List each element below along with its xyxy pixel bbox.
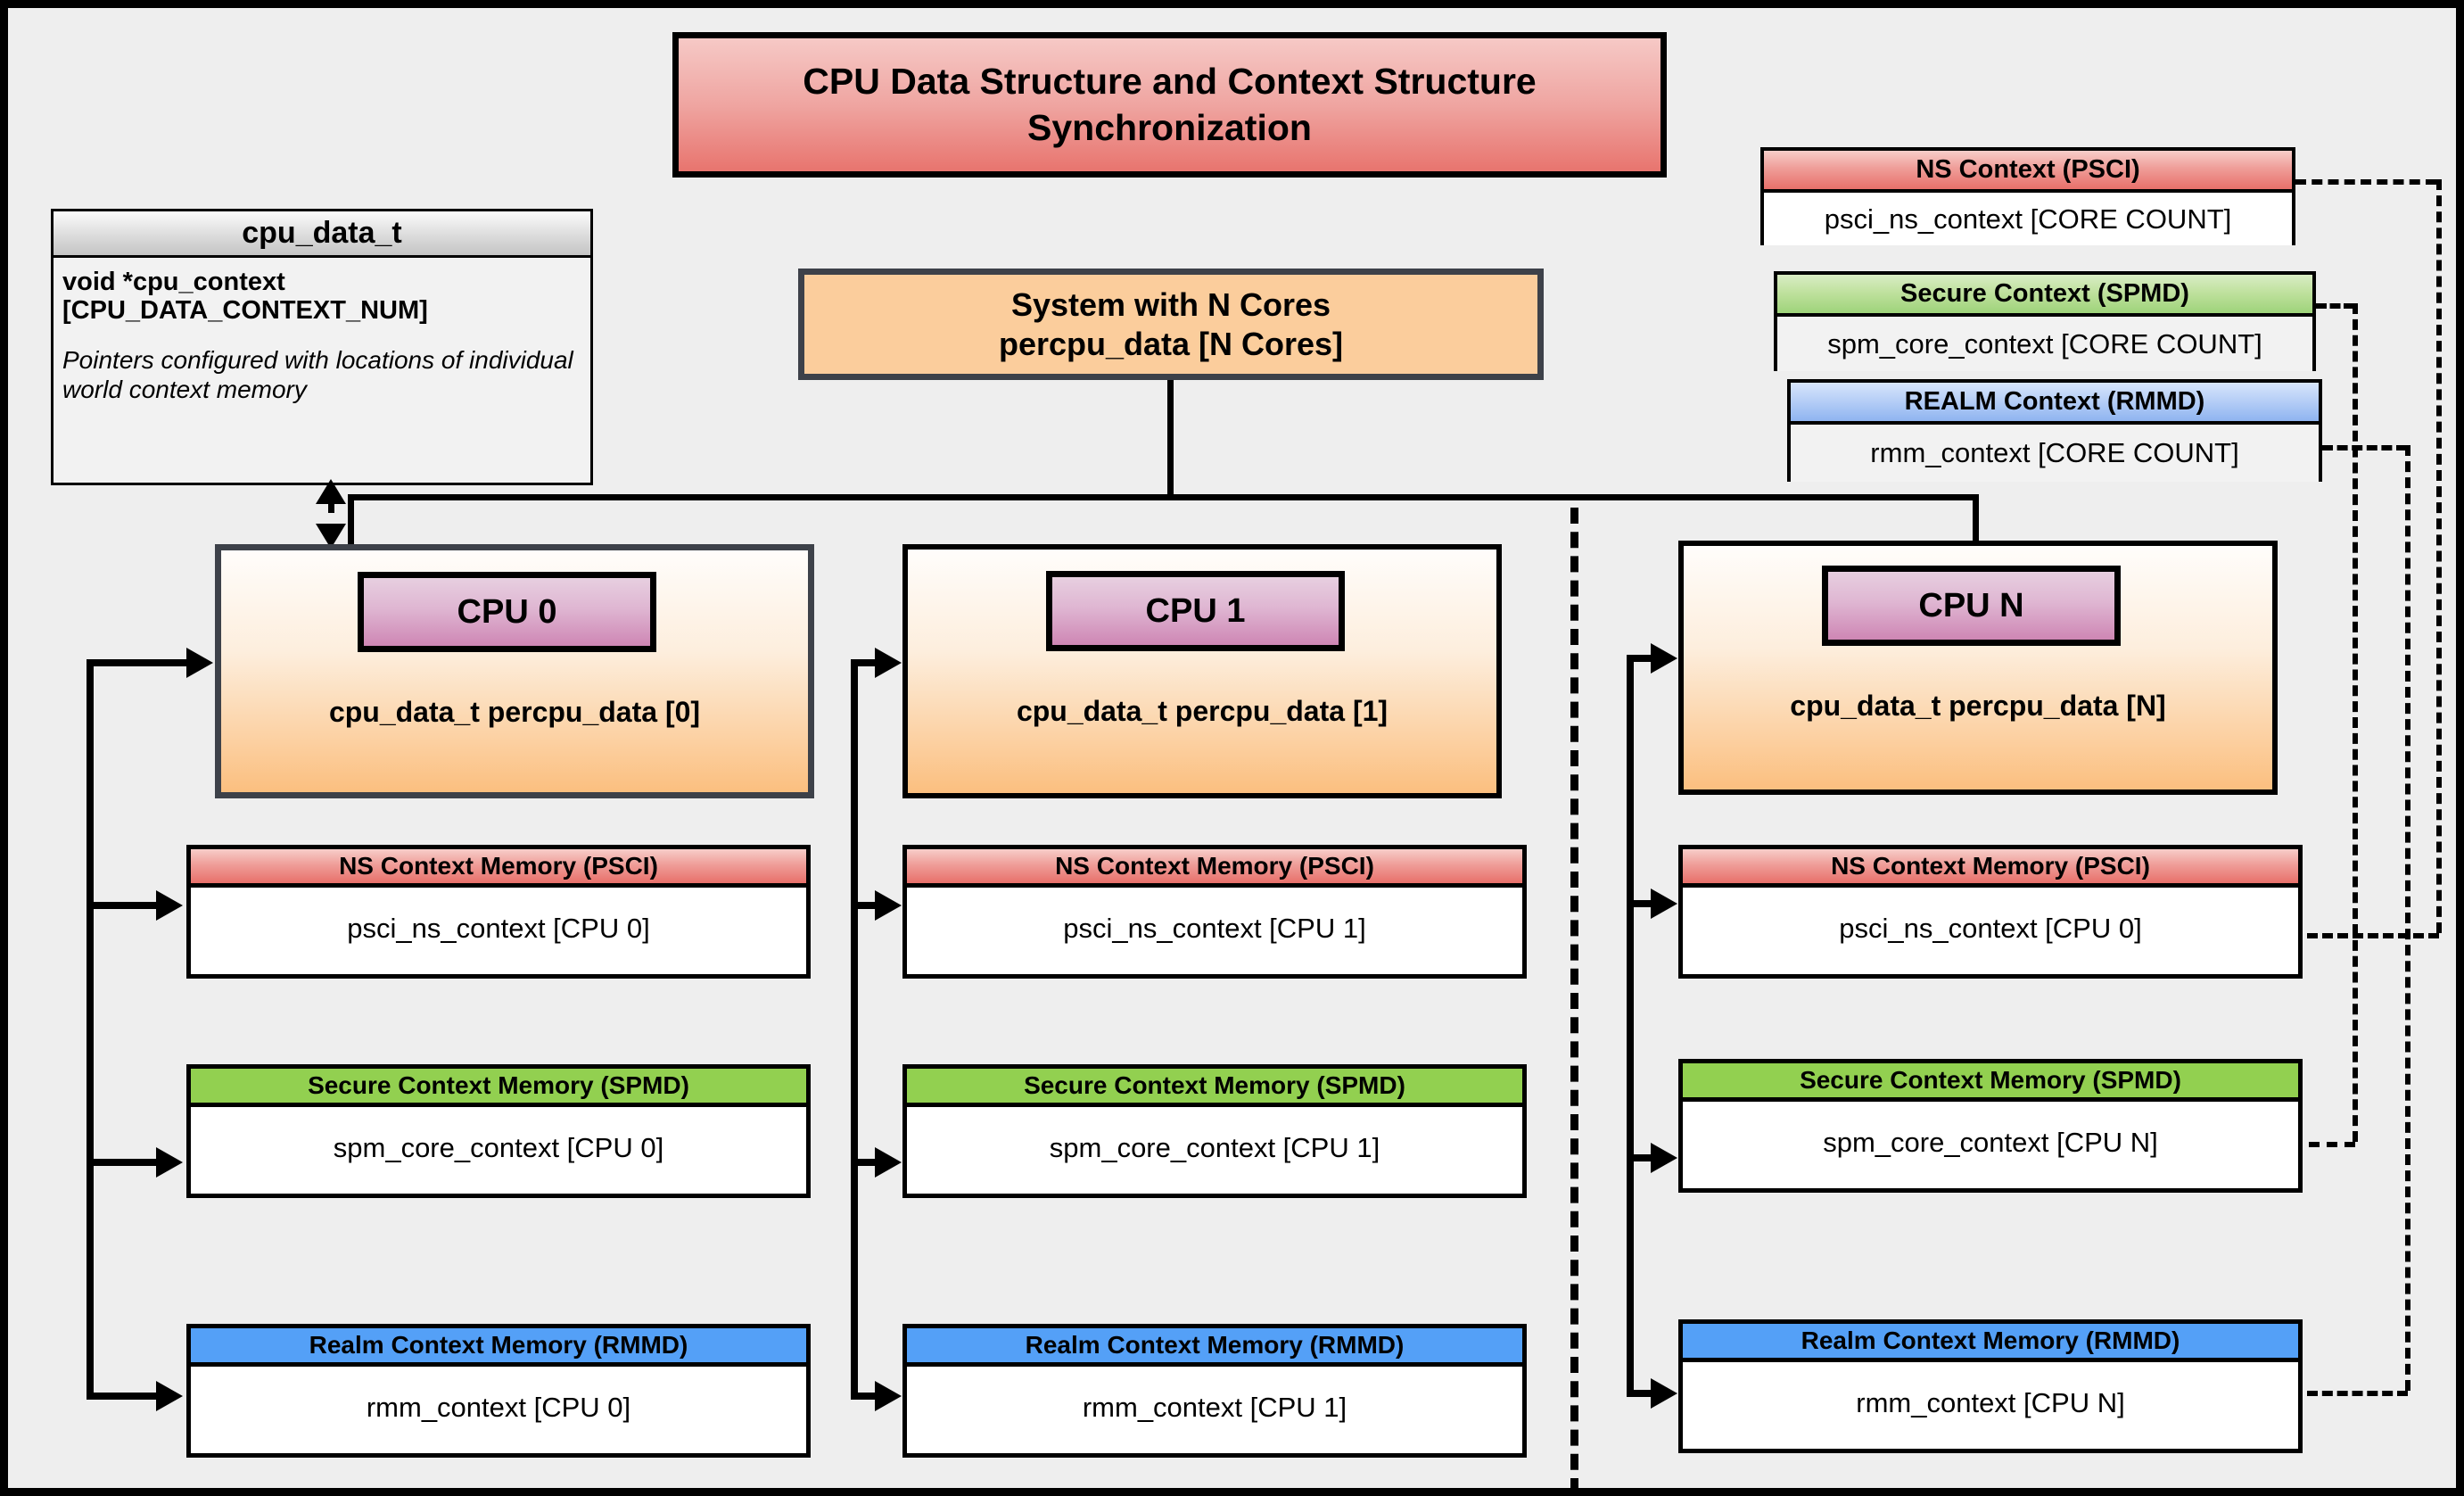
cpu0-branch-ns (87, 902, 160, 909)
cpu1-ns-memory-box: NS Context Memory (PSCI) psci_ns_context… (902, 845, 1527, 979)
cpun-caption: cpu_data_t percpu_data [N] (1790, 690, 2166, 722)
cpun-arrow-secure (1651, 1143, 1677, 1173)
dash-realm-top-h (2322, 445, 2407, 450)
legend-secure-context-box: Secure Context (SPMD) spm_core_context [… (1774, 271, 2316, 371)
cpun-branch-ns (1627, 900, 1653, 907)
system-cores-box: System with N Cores percpu_data [N Cores… (798, 269, 1544, 380)
cpu1-ns-memory-header: NS Context Memory (PSCI) (907, 849, 1522, 888)
cpu1-arrow-secure (875, 1147, 902, 1178)
cpu1-chip: CPU 1 (1046, 571, 1345, 651)
cpu0-branch-realm (87, 1393, 160, 1400)
diagram-title: CPU Data Structure and Context Structure… (672, 32, 1667, 178)
cpu0-branch-panel (87, 659, 194, 666)
cpun-realm-memory-body: rmm_context [CPU N] (1683, 1362, 2298, 1444)
cpu0-trunk-line (87, 659, 94, 1400)
legend-realm-context-box: REALM Context (RMMD) rmm_context [CORE C… (1787, 379, 2322, 482)
cpu1-panel: CPU 1 cpu_data_t percpu_data [1] (902, 544, 1502, 798)
dash-secure-top-h (2316, 303, 2354, 309)
legend-realm-header: REALM Context (RMMD) (1791, 383, 2319, 425)
cpu1-secure-memory-header: Secure Context Memory (SPMD) (907, 1069, 1522, 1107)
legend-secure-body: spm_core_context [CORE COUNT] (1777, 317, 2312, 371)
cpun-ns-memory-header: NS Context Memory (PSCI) (1683, 849, 2298, 888)
system-cores-text: System with N Cores percpu_data [N Cores… (999, 285, 1343, 364)
cpu0-arrow-panel (186, 648, 213, 678)
cpun-panel: CPU N cpu_data_t percpu_data [N] (1678, 541, 2278, 795)
cpu1-trunk-line (851, 659, 858, 1400)
cpu1-arrow-realm (875, 1381, 902, 1411)
cpu1-arrow-ns (875, 890, 902, 921)
cpu0-secure-memory-body: spm_core_context [CPU 0] (191, 1107, 806, 1189)
cpun-secure-memory-box: Secure Context Memory (SPMD) spm_core_co… (1678, 1059, 2303, 1193)
cpun-arrow-panel (1651, 643, 1677, 674)
cpun-realm-memory-header: Realm Context Memory (RMMD) (1683, 1324, 2298, 1362)
cpun-secure-memory-header: Secure Context Memory (SPMD) (1683, 1063, 2298, 1102)
cpun-ns-memory-body: psci_ns_context [CPU 0] (1683, 888, 2298, 970)
cpu0-chip: CPU 0 (358, 572, 656, 652)
cpu1-ns-memory-body: psci_ns_context [CPU 1] (907, 888, 1522, 970)
cpun-realm-memory-box: Realm Context Memory (RMMD) rmm_context … (1678, 1319, 2303, 1453)
cpu1-realm-memory-header: Realm Context Memory (RMMD) (907, 1328, 1522, 1367)
dash-secure-v (2353, 303, 2358, 1142)
cpu1-secure-memory-box: Secure Context Memory (SPMD) spm_core_co… (902, 1064, 1527, 1198)
cpun-arrow-realm (1651, 1378, 1677, 1409)
cpu1-branch-realm (851, 1393, 878, 1400)
cpu0-ns-memory-body: psci_ns_context [CPU 0] (191, 888, 806, 970)
cpu-data-struct-box: cpu_data_t void *cpu_context [CPU_DATA_C… (51, 209, 593, 485)
cpu1-arrow-panel (875, 648, 902, 678)
legend-ns-header: NS Context (PSCI) (1764, 151, 2292, 193)
cpu0-ns-memory-header: NS Context Memory (PSCI) (191, 849, 806, 888)
legend-ns-context-box: NS Context (PSCI) psci_ns_context [CORE … (1760, 147, 2295, 245)
dash-realm-v (2405, 445, 2410, 1391)
cpu1-realm-memory-box: Realm Context Memory (RMMD) rmm_context … (902, 1324, 1527, 1458)
dash-secure-bottom-h (2309, 1142, 2355, 1147)
cpu0-realm-memory-body: rmm_context [CPU 0] (191, 1367, 806, 1449)
cpun-trunk-line (1627, 655, 1634, 1397)
dash-ns-bottom-h (2307, 933, 2439, 938)
cpu0-secure-memory-box: Secure Context Memory (SPMD) spm_core_co… (186, 1064, 811, 1198)
cpu1-secure-memory-body: spm_core_context [CPU 1] (907, 1107, 1522, 1189)
cpun-branch-panel (1627, 655, 1653, 662)
system-line-2: percpu_data [N Cores] (998, 325, 1344, 362)
cpu1-branch-panel (851, 659, 878, 666)
cpu0-arrow-secure (156, 1147, 183, 1178)
cpu-data-note: Pointers configured with locations of in… (62, 345, 573, 403)
cpu0-secure-memory-header: Secure Context Memory (SPMD) (191, 1069, 806, 1107)
cpun-branch-realm (1627, 1390, 1653, 1397)
cpun-ns-memory-box: NS Context Memory (PSCI) psci_ns_context… (1678, 845, 2303, 979)
bus-right-drop (1973, 494, 1979, 541)
cpu-group-divider (1570, 508, 1578, 1488)
cpu-data-field-line-2: [CPU_DATA_CONTEXT_NUM] (62, 296, 428, 326)
cpu0-arrow-realm (156, 1381, 183, 1411)
struct-cpu-link-arrow-up (316, 479, 346, 504)
system-bus-line (348, 494, 1979, 500)
cpu1-branch-ns (851, 902, 878, 909)
legend-ns-body: psci_ns_context [CORE COUNT] (1764, 193, 2292, 245)
cpu1-caption: cpu_data_t percpu_data [1] (1016, 695, 1389, 727)
cpu-data-struct-body: void *cpu_context [CPU_DATA_CONTEXT_NUM]… (54, 260, 590, 483)
cpu1-realm-memory-body: rmm_context [CPU 1] (907, 1367, 1522, 1449)
struct-cpu-link-dashed (328, 500, 334, 538)
legend-secure-header: Secure Context (SPMD) (1777, 275, 2312, 317)
dash-realm-bottom-h (2307, 1391, 2408, 1396)
cpu0-realm-memory-box: Realm Context Memory (RMMD) rmm_context … (186, 1324, 811, 1458)
cpun-arrow-ns (1651, 889, 1677, 919)
cpu0-caption: cpu_data_t percpu_data [0] (328, 696, 701, 728)
cpun-chip: CPU N (1822, 566, 2121, 646)
cpun-secure-memory-body: spm_core_context [CPU N] (1683, 1102, 2298, 1184)
legend-realm-body: rmm_context [CORE COUNT] (1791, 425, 2319, 482)
cpu1-branch-secure (851, 1159, 878, 1166)
cpu0-realm-memory-header: Realm Context Memory (RMMD) (191, 1328, 806, 1367)
system-line-1: System with N Cores (1010, 285, 1331, 323)
system-drop-line (1167, 380, 1174, 496)
bus-left-drop (348, 494, 354, 546)
cpu0-arrow-ns (156, 890, 183, 921)
dash-ns-v (2436, 179, 2442, 933)
cpu0-ns-memory-box: NS Context Memory (PSCI) psci_ns_context… (186, 845, 811, 979)
cpu0-panel: CPU 0 cpu_data_t percpu_data [0] (215, 544, 814, 798)
cpun-branch-secure (1627, 1154, 1653, 1161)
cpu0-branch-secure (87, 1159, 160, 1166)
cpu-data-field-line-1: void *cpu_context (62, 268, 285, 296)
cpu-data-struct-title: cpu_data_t (54, 211, 590, 258)
dash-ns-top-h (2295, 179, 2436, 185)
